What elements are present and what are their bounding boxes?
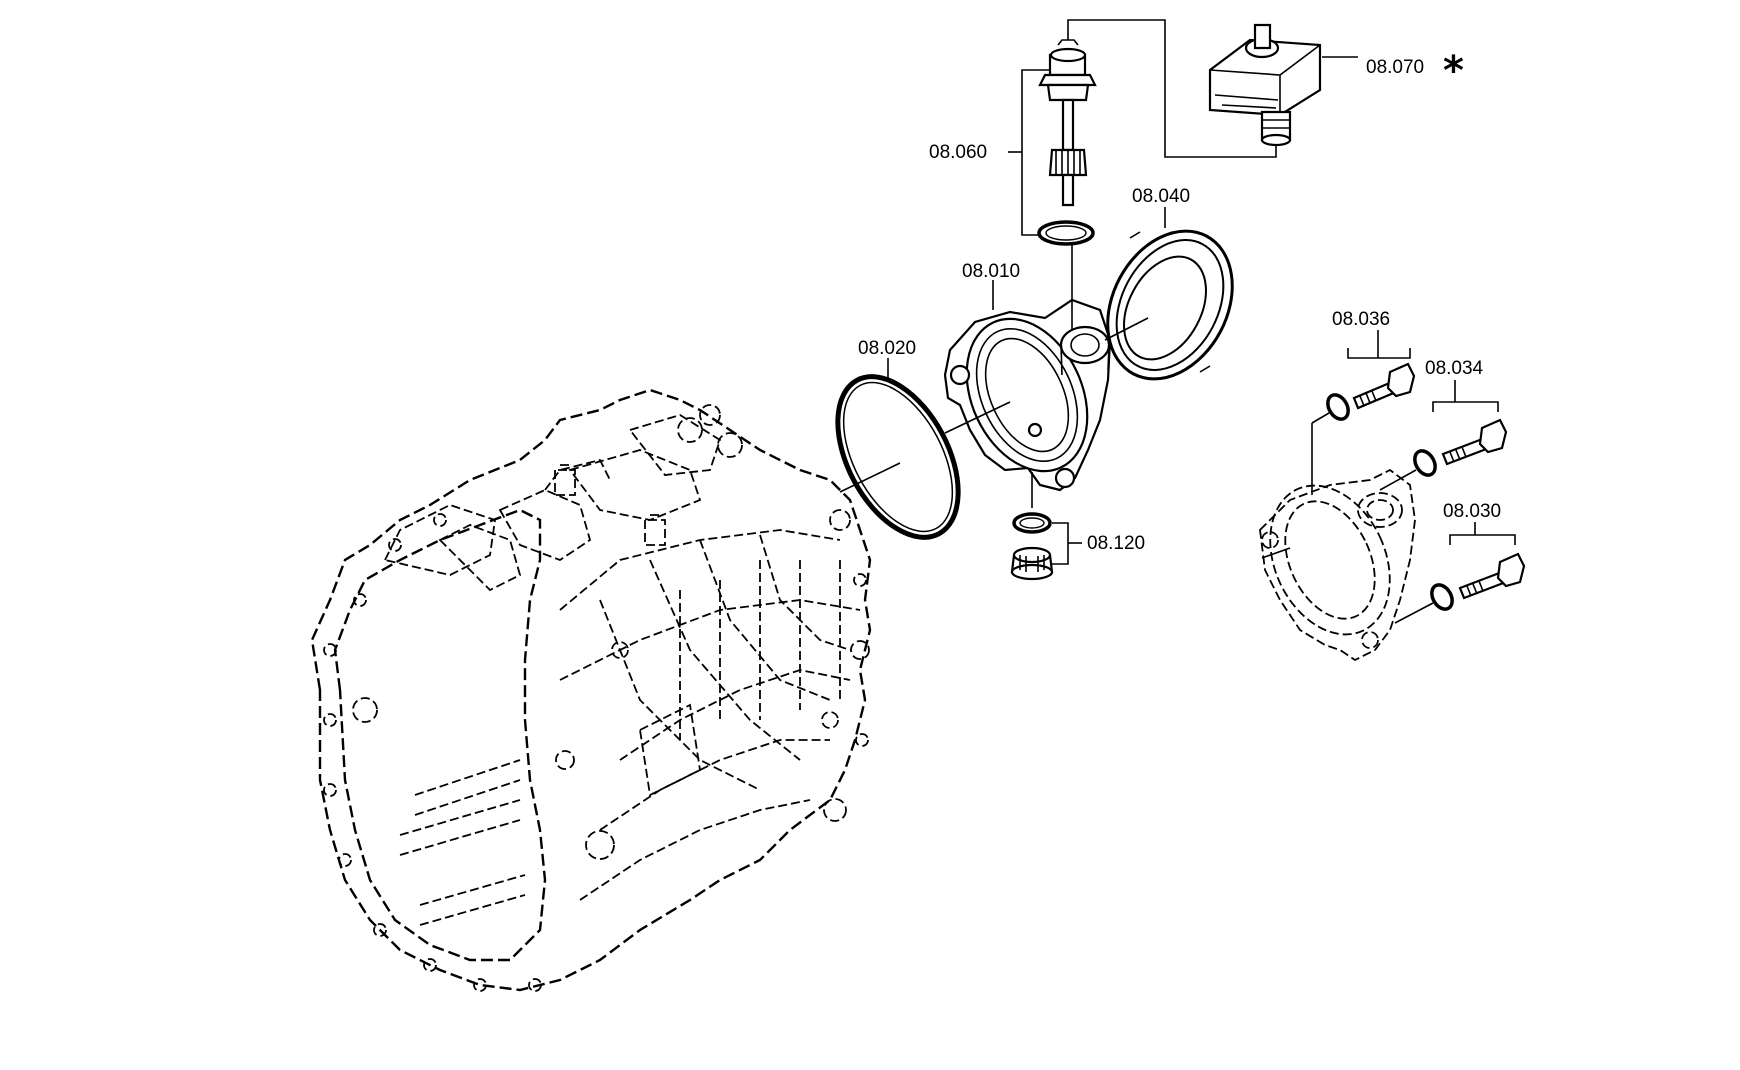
- callout-08-040: 08.040: [1132, 186, 1190, 207]
- shaft-seal-08-040: [1106, 229, 1234, 381]
- speed-sensor-08-070: [1208, 23, 1322, 147]
- housing-cover-08-010: [943, 298, 1112, 492]
- o-ring-08-060-washer: [1037, 220, 1095, 246]
- speedometer-drive-08-060: [1038, 39, 1097, 207]
- callout-labels: 08.010 08.020 08.030 08.034 08.036 08.04…: [858, 48, 1501, 554]
- callout-08-120: 08.120: [1087, 533, 1145, 554]
- callout-08-030: 08.030: [1443, 501, 1501, 522]
- washer-08-034-and-screw: [1413, 418, 1508, 477]
- callout-08-034: 08.034: [1425, 358, 1484, 379]
- callout-08-010: 08.010: [962, 261, 1020, 282]
- reference-cover-outline: [1259, 468, 1416, 662]
- transmission-housing: [310, 388, 872, 992]
- callout-08-070: 08.070: [1366, 57, 1424, 78]
- callout-08-060: 08.060: [929, 142, 987, 163]
- o-ring-08-020: [835, 374, 961, 540]
- drain-plug-08-120: [1010, 512, 1054, 581]
- screw-08-036: [1326, 362, 1416, 421]
- callout-08-020: 08.020: [858, 338, 916, 359]
- callout-08-036: 08.036: [1332, 309, 1390, 330]
- screw-08-030: [1430, 552, 1526, 611]
- asterisk-marker: *: [1443, 48, 1464, 94]
- leader-lines: [839, 19, 1516, 624]
